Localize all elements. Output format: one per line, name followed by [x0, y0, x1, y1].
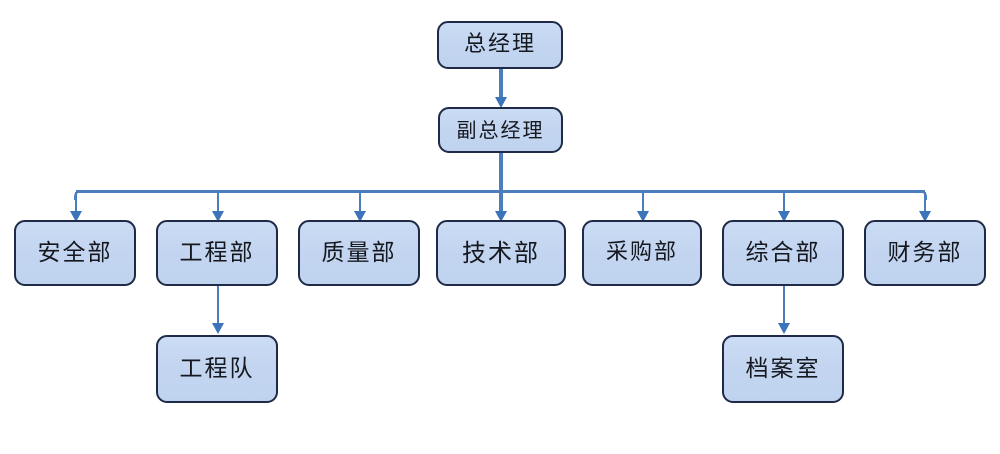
connector-drop-general-affairs: [782, 190, 785, 212]
connector-drop-engineering: [216, 190, 219, 212]
node-label-general-manager: 总经理: [463, 32, 536, 57]
arrowhead-engineering: [211, 211, 224, 222]
node-label-technology-department: 技术部: [462, 239, 540, 267]
node-label-quality-department: 质量部: [321, 239, 397, 266]
node-general-affairs-department[interactable]: 综合部: [722, 220, 844, 286]
node-safety-department[interactable]: 安全部: [14, 220, 136, 286]
node-label-general-affairs-department: 综合部: [745, 239, 821, 266]
connector-drop-quality: [358, 190, 361, 212]
node-label-finance-department: 财务部: [887, 239, 963, 266]
connector-drop-procurement: [641, 190, 644, 212]
arrowhead-safety: [69, 211, 82, 222]
arrowhead-eng-team: [211, 323, 224, 334]
node-deputy-general-manager[interactable]: 副总经理: [438, 107, 563, 153]
connector-gm-to-deputy: [499, 68, 503, 98]
node-technology-department[interactable]: 技术部: [436, 220, 566, 286]
node-quality-department[interactable]: 质量部: [298, 220, 420, 286]
node-finance-department[interactable]: 财务部: [864, 220, 986, 286]
connector-drop-safety: [74, 192, 77, 212]
connector-drop-finance: [923, 192, 926, 212]
node-label-procurement-department: 采购部: [605, 240, 678, 265]
connector-general-affairs-to-archives: [782, 286, 785, 324]
node-engineering-team[interactable]: 工程队: [156, 335, 278, 403]
node-procurement-department[interactable]: 采购部: [582, 220, 702, 286]
node-label-archives-room: 档案室: [745, 355, 821, 382]
arrowhead-procurement: [636, 211, 649, 222]
arrowhead-general-affairs: [777, 211, 790, 222]
connector-drop-technology: [499, 190, 503, 212]
connector-deputy-to-bus: [499, 152, 503, 192]
node-archives-room[interactable]: 档案室: [722, 335, 844, 403]
node-label-deputy-general-manager: 副总经理: [456, 118, 545, 142]
arrowhead-deputy: [494, 97, 507, 108]
node-label-engineering-department: 工程部: [179, 239, 255, 266]
node-label-safety-department: 安全部: [37, 239, 113, 266]
node-general-manager[interactable]: 总经理: [437, 21, 563, 69]
arrowhead-finance: [918, 211, 931, 222]
connector-engineering-to-team: [216, 286, 219, 324]
arrowhead-archives: [777, 323, 790, 334]
node-label-engineering-team: 工程队: [179, 355, 255, 382]
node-engineering-department[interactable]: 工程部: [156, 220, 278, 286]
connector-bus-right-cap: [917, 190, 927, 200]
arrowhead-technology: [494, 211, 507, 222]
arrowhead-quality: [353, 211, 366, 222]
